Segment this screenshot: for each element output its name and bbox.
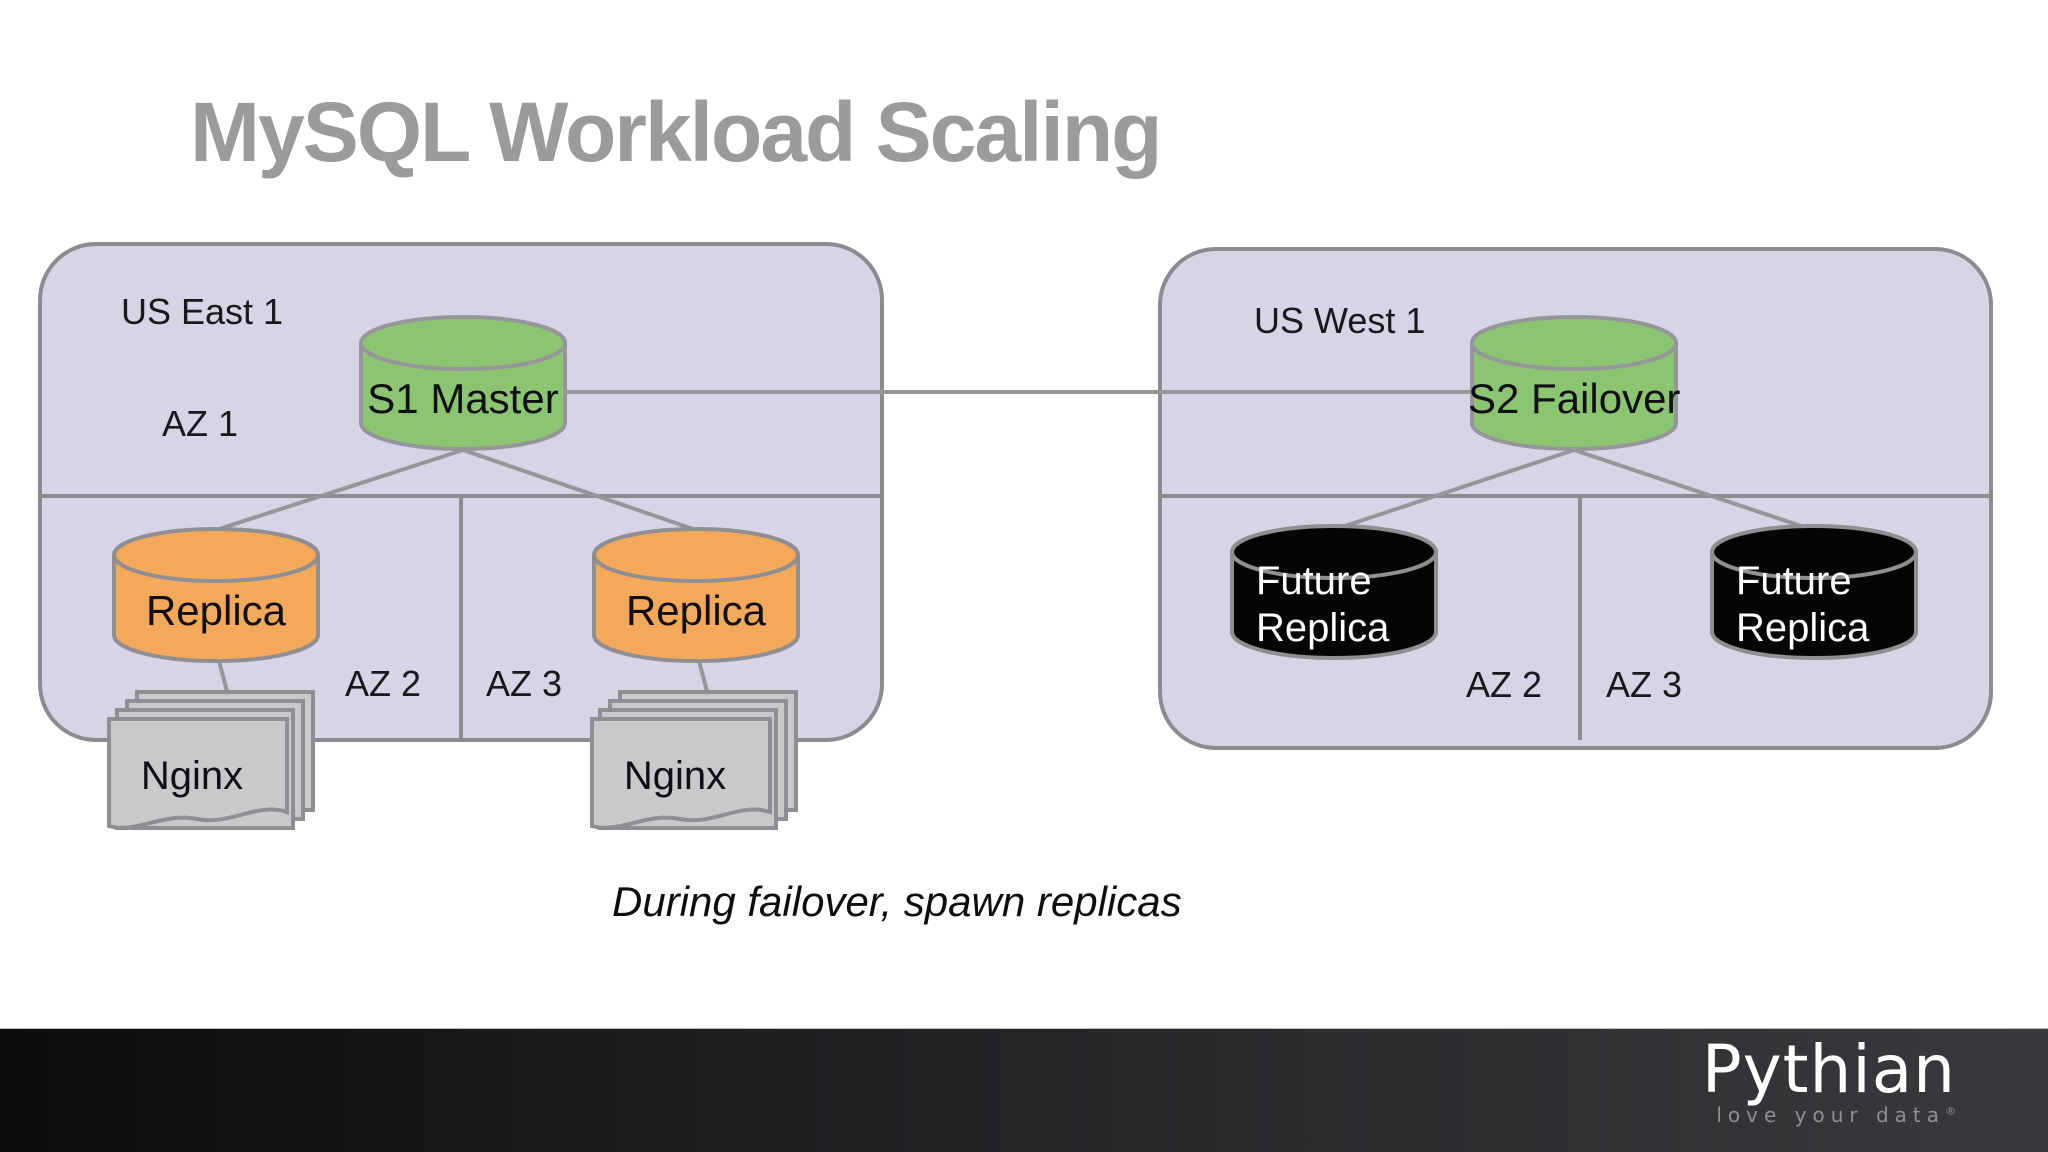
region-label-us-west: US West 1 xyxy=(1254,300,1426,341)
database-icon xyxy=(592,527,800,663)
nginx-az2-label: Nginx xyxy=(140,754,244,798)
region-label-us-east: US East 1 xyxy=(121,291,284,332)
database-icon xyxy=(1710,524,1918,660)
s1-master-db: S1 Master xyxy=(357,313,569,453)
brand-wordmark: Pythian xyxy=(1701,1031,1956,1108)
s2-failover-db: S2 Failover xyxy=(1468,313,1680,453)
caption-text: During failover, spawn replicas xyxy=(612,878,1182,925)
page-title: MySQL Workload Scaling xyxy=(190,85,1162,179)
az2-label-east: AZ 2 xyxy=(345,663,422,704)
pythian-logo: Pythian love your data® xyxy=(1701,1031,1956,1128)
az-divider-west xyxy=(1162,494,1989,498)
document-stack-icon xyxy=(590,690,798,830)
az1-label: AZ 1 xyxy=(162,403,239,444)
replica-az3-label: Replica xyxy=(625,587,767,634)
nginx-az3-stack: Nginx xyxy=(590,690,800,846)
database-icon xyxy=(359,315,567,451)
nginx-az2-stack: Nginx xyxy=(107,690,317,846)
brand-tagline: love your data® xyxy=(1716,1103,1956,1127)
az2-az3-divider-west xyxy=(1578,494,1582,740)
future-replica-az2-label: Future Replica xyxy=(1256,559,1390,650)
database-icon xyxy=(1470,315,1678,451)
registered-mark: ® xyxy=(1945,1104,1956,1118)
future-replica-az3-db: Future Replica xyxy=(1708,522,1920,662)
replica-az3-db: Replica xyxy=(590,525,802,665)
az2-az3-divider xyxy=(459,494,463,738)
nginx-az3-label: Nginx xyxy=(623,754,727,798)
database-icon xyxy=(1230,524,1438,660)
az3-label-west: AZ 3 xyxy=(1606,664,1683,705)
future-replica-az3-label: Future Replica xyxy=(1736,559,1870,650)
az2-label-west: AZ 2 xyxy=(1466,664,1543,705)
future-replica-az2-db: Future Replica xyxy=(1228,522,1440,662)
replica-az2-label: Replica xyxy=(145,587,287,634)
footer-bar: Pythian love your data® xyxy=(0,1028,2048,1152)
s1-master-label: S1 Master xyxy=(367,375,559,422)
replica-az2-db: Replica xyxy=(110,525,322,665)
az3-label-east: AZ 3 xyxy=(486,663,563,704)
s2-failover-label: S2 Failover xyxy=(1468,375,1681,422)
document-stack-icon xyxy=(107,690,315,830)
